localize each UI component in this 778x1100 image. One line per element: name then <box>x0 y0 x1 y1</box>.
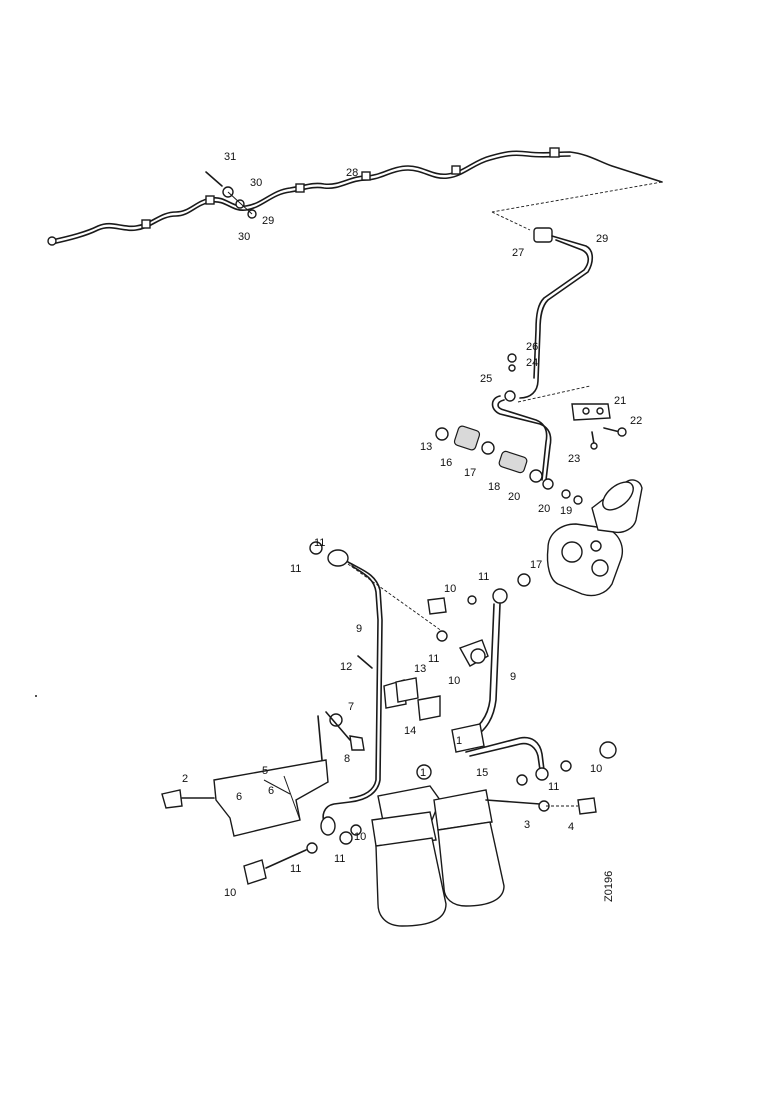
callout-9: 9 <box>356 623 362 635</box>
callout-22: 22 <box>630 415 642 427</box>
callout-19: 19 <box>560 505 572 517</box>
callout-17: 17 <box>464 467 476 479</box>
callout-1b: 1 <box>420 767 426 779</box>
callout-11f: 11 <box>334 853 345 865</box>
callout-11: 11 <box>314 537 325 549</box>
callout-5: 5 <box>262 765 268 777</box>
bolt-7-8 <box>325 711 365 751</box>
callout-15: 15 <box>476 767 488 779</box>
callout-18: 18 <box>488 481 500 493</box>
callout-11g: 11 <box>290 863 301 875</box>
callout-14: 14 <box>404 725 416 737</box>
callout-10c: 10 <box>590 763 602 775</box>
clip-hardware-top <box>205 171 257 219</box>
mounting-brackets <box>357 655 485 753</box>
bracket-21 <box>571 403 627 450</box>
mounting-plate <box>213 715 329 837</box>
feed-line-middle <box>491 385 591 481</box>
fuel-pipe-9 <box>309 541 447 836</box>
callout-30b: 30 <box>238 231 250 243</box>
callout-11b: 11 <box>290 563 301 575</box>
callout-26: 26 <box>526 341 538 353</box>
callout-10: 10 <box>444 583 456 595</box>
callout-20: 20 <box>508 491 520 503</box>
callout-4: 4 <box>568 821 574 833</box>
callout-27: 27 <box>512 247 524 259</box>
callout-8: 8 <box>344 753 350 765</box>
callout-30: 30 <box>250 177 262 189</box>
callout-2: 2 <box>182 773 188 785</box>
callout-11d: 11 <box>428 653 439 665</box>
callout-24: 24 <box>526 357 538 369</box>
callout-21: 21 <box>614 395 626 407</box>
callout-13b: 13 <box>414 663 426 675</box>
callout-7: 7 <box>348 701 354 713</box>
callout-31: 31 <box>224 151 236 163</box>
callout-9b: 9 <box>510 671 516 683</box>
banjo-bolt-lower <box>243 824 362 885</box>
callout-29b: 29 <box>596 233 608 245</box>
bolt-2 <box>161 789 215 809</box>
callout-28: 28 <box>346 167 358 179</box>
valve-fittings-chain <box>435 425 583 505</box>
callout-11c: 11 <box>478 571 489 583</box>
reference-code: Z0196 <box>603 871 615 902</box>
callout-29: 29 <box>262 215 274 227</box>
banjo-bolts-mid <box>427 595 489 667</box>
callout-labels: 31 30 28 30 29 27 29 26 24 25 21 22 23 1… <box>182 151 642 899</box>
fuel-pipe-9-right <box>463 588 549 781</box>
feed-line-upper <box>504 227 594 402</box>
return-fuel-line <box>47 147 663 246</box>
fuel-pump-assembly <box>517 479 643 597</box>
callout-3: 3 <box>524 819 530 831</box>
callout-6b: 6 <box>236 791 242 803</box>
callout-16: 16 <box>440 457 452 469</box>
callout-10d: 10 <box>354 831 366 843</box>
callout-13: 13 <box>420 441 432 453</box>
callout-12: 12 <box>340 661 352 673</box>
callout-1: 1 <box>456 735 462 747</box>
callout-23: 23 <box>568 453 580 465</box>
callout-17b: 17 <box>530 559 542 571</box>
callout-10e: 10 <box>224 887 236 899</box>
callout-6: 6 <box>268 785 274 797</box>
fuel-filter-assembly <box>371 741 617 927</box>
callout-20b: 20 <box>538 503 550 515</box>
callout-25: 25 <box>480 373 492 385</box>
callout-10b: 10 <box>448 675 460 687</box>
callout-11e: 11 <box>548 781 559 793</box>
